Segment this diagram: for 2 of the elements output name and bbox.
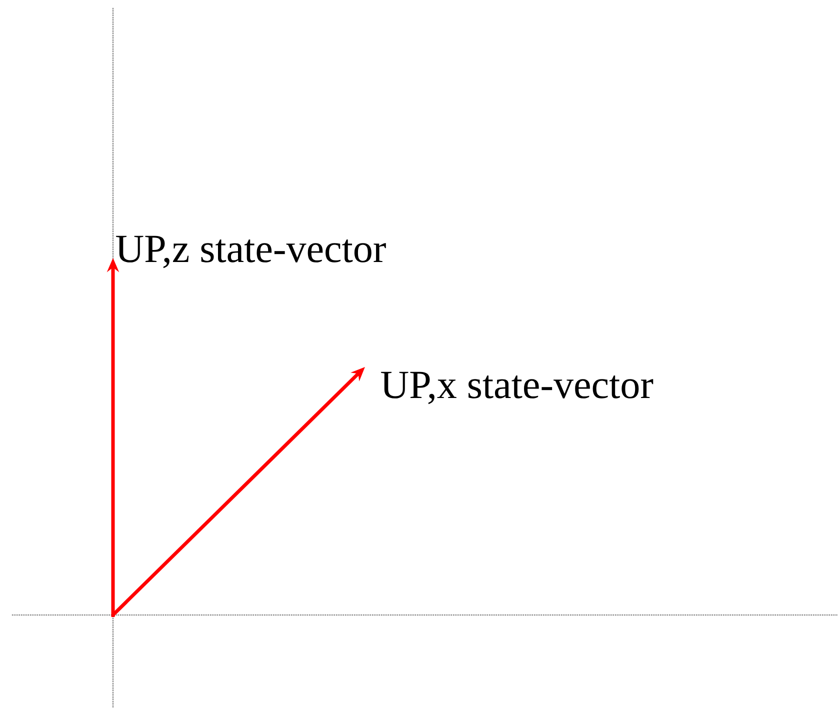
vector-label: UP,z state-vector [116,236,386,268]
vector-label: UP,x state-vector [381,372,654,404]
